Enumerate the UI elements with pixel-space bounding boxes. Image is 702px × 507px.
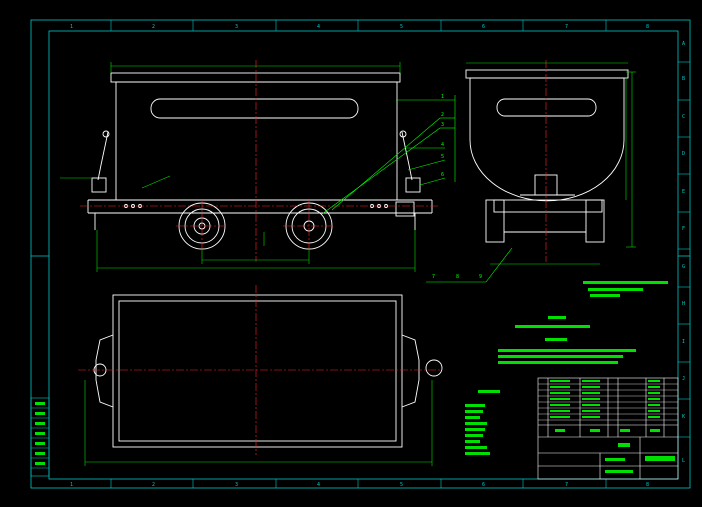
plan-coupler-left (95, 334, 114, 408)
zone-col-4-bottom: 4 (317, 482, 320, 488)
side-slot (150, 98, 359, 119)
end-top-rim (465, 69, 629, 79)
part-number-labels: 1 2 3 4 5 6 (441, 94, 444, 178)
zone-col-3-bottom: 3 (235, 482, 238, 488)
zone-row-d: D (682, 151, 685, 157)
parts-list-rows (538, 383, 678, 421)
zone-row-g: G (682, 264, 685, 270)
end-slot (496, 98, 597, 117)
title-block (537, 377, 679, 480)
zone-col-6: 6 (482, 24, 485, 30)
side-dimensions (60, 62, 416, 272)
drawing-frame (30, 19, 691, 489)
zone-col-1-bottom: 1 (70, 482, 73, 488)
zone-col-2: 2 (152, 24, 155, 30)
side-coupler-right (405, 177, 421, 193)
zone-row-j: J (682, 376, 685, 382)
part-leaders (321, 95, 456, 215)
zone-row-a: A (682, 41, 685, 47)
zone-row-f: F (682, 226, 685, 232)
zone-col-5: 5 (400, 24, 403, 30)
outer-border (30, 19, 691, 489)
zone-row-k: K (682, 414, 685, 420)
zone-row-i: I (682, 339, 685, 345)
end-frame (493, 199, 603, 213)
part-number-3: 3 (441, 122, 444, 128)
side-top-rim (110, 72, 401, 83)
zone-row-labels: A B C D E F G H I J K L (682, 41, 685, 464)
side-elevation-view (60, 60, 440, 272)
revision-block-text (35, 402, 45, 465)
end-dimensions (466, 62, 636, 265)
label-7: 7 (432, 274, 435, 280)
zone-col-7: 7 (565, 24, 568, 30)
part-number-5: 5 (441, 154, 444, 160)
label-8: 8 (456, 274, 459, 280)
part-number-1: 1 (441, 94, 444, 100)
plan-outer-rim (112, 294, 403, 448)
zone-col-8-bottom: 8 (646, 482, 649, 488)
technical-notes (465, 281, 668, 455)
end-bucket (469, 77, 625, 202)
plan-dimensions (84, 380, 433, 466)
zone-column-labels-top: 1 2 3 4 5 6 7 8 (70, 24, 649, 30)
zone-row-h: H (682, 301, 685, 307)
zone-ticks (110, 20, 607, 488)
bottom-labels: 7 8 9 (432, 274, 482, 280)
zone-col-7-bottom: 7 (565, 482, 568, 488)
revision-block (30, 397, 50, 477)
end-elevation-view (465, 60, 636, 265)
zone-row-l: L (682, 458, 685, 464)
label-9: 9 (479, 274, 482, 280)
bottom-leaders (426, 247, 513, 283)
end-wheel-left (485, 199, 505, 243)
zone-column-labels-bottom: 1 2 3 4 5 6 7 8 (70, 482, 649, 488)
part-number-6: 6 (441, 172, 444, 178)
end-wheel-right (585, 199, 605, 243)
zone-row-b: B (682, 76, 685, 82)
zone-col-4: 4 (317, 24, 320, 30)
part-number-2: 2 (441, 112, 444, 118)
side-coupler-left (91, 177, 107, 193)
zone-col-8: 8 (646, 24, 649, 30)
zone-col-5-bottom: 5 (400, 482, 403, 488)
zone-col-1: 1 (70, 24, 73, 30)
zone-col-2-bottom: 2 (152, 482, 155, 488)
plan-coupler-right (401, 334, 420, 408)
parts-list-text (550, 380, 675, 473)
inner-border (48, 30, 679, 480)
row-ticks (678, 61, 690, 438)
part-number-4: 4 (441, 142, 444, 148)
zone-col-3: 3 (235, 24, 238, 30)
side-body (115, 81, 398, 201)
zone-row-c: C (682, 114, 685, 120)
zone-row-e: E (682, 189, 685, 195)
zone-col-6-bottom: 6 (482, 482, 485, 488)
plan-view (78, 285, 443, 466)
